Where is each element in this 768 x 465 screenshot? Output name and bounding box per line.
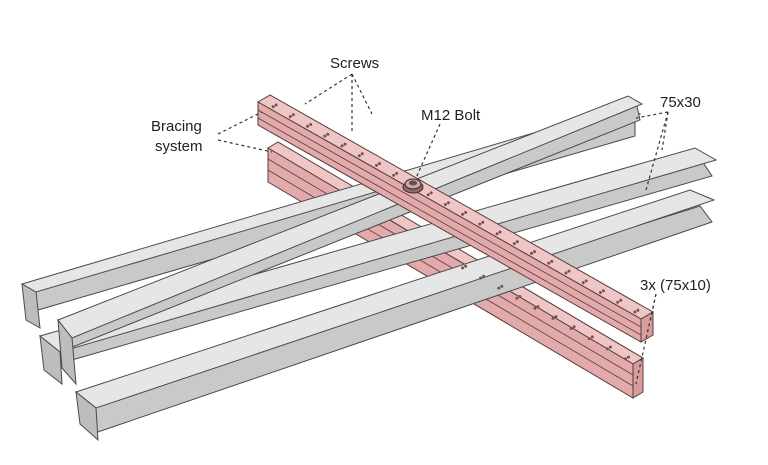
screw-hole	[550, 259, 554, 263]
timber-beam-4	[57, 95, 644, 386]
screw-hole	[395, 171, 399, 175]
screw-hole	[627, 355, 630, 359]
screw-hole	[478, 222, 482, 226]
bracing-label-line2: system	[155, 138, 203, 155]
screw-hole	[564, 271, 568, 275]
screw-hole	[360, 152, 364, 156]
upper-bracing-plate	[256, 94, 655, 343]
screw-hole	[375, 163, 378, 167]
screw-hole	[309, 123, 313, 126]
screw-hole	[500, 284, 504, 288]
screw-hole	[572, 325, 576, 329]
screw-hole	[291, 113, 295, 117]
screw-hole	[536, 305, 540, 309]
screw-hole	[569, 327, 573, 330]
screw-hole	[590, 335, 594, 339]
screw-hole	[495, 232, 499, 236]
screw-hole	[378, 162, 381, 166]
screw-hole	[616, 300, 620, 304]
bracing-label-line1: Bracing	[151, 118, 202, 135]
screw-hole	[357, 154, 361, 158]
screw-hole	[271, 105, 275, 109]
leader-lines	[217, 73, 669, 385]
screw-hole	[288, 115, 292, 119]
screw-hole	[533, 250, 536, 254]
screw-holes-lower	[461, 264, 630, 361]
screw-hole	[343, 142, 347, 146]
screw-hole	[581, 281, 585, 285]
screw-hole	[392, 173, 396, 177]
screw-hole	[608, 345, 612, 349]
screw-hole	[587, 337, 591, 341]
screw-hole	[461, 266, 465, 270]
screw-hole	[601, 289, 605, 293]
screw-hole	[551, 316, 555, 320]
screw-hole	[498, 230, 502, 234]
screw-hole	[605, 347, 609, 351]
screws-label: Screws	[330, 55, 379, 72]
screw-hole	[306, 124, 310, 128]
screw-hole	[518, 295, 522, 298]
screw-hole	[446, 201, 450, 205]
screw-hole	[443, 203, 447, 206]
screw-hole	[619, 298, 623, 302]
screw-hole	[340, 144, 344, 148]
bolt-label: M12 Bolt	[421, 107, 481, 124]
screw-hole	[326, 132, 330, 136]
screw-hole	[533, 306, 537, 310]
screw-hole	[274, 103, 278, 107]
screw-hole	[497, 286, 501, 290]
screw-hole	[515, 240, 519, 244]
m12-bolt	[402, 178, 424, 194]
screw-hole	[636, 308, 640, 312]
screw-hole	[461, 212, 465, 216]
screw-hole	[584, 279, 588, 283]
screw-hole	[323, 134, 327, 138]
screw-hole	[479, 276, 483, 280]
screw-hole	[515, 296, 519, 300]
timber-size-label: 75x30	[660, 94, 701, 111]
screw-hole	[567, 269, 571, 273]
screw-hole	[464, 264, 468, 268]
screw-hole	[554, 315, 558, 319]
screw-hole	[512, 242, 516, 246]
screw-hole	[530, 251, 533, 255]
screw-hole	[429, 191, 433, 195]
screw-hole	[482, 274, 486, 278]
plate-size-label: 3x (75x10)	[640, 277, 711, 294]
screw-hole	[426, 193, 430, 197]
screw-hole	[547, 261, 551, 265]
screw-hole	[598, 291, 602, 294]
screw-hole	[624, 357, 627, 361]
screw-hole	[481, 220, 485, 224]
screw-hole	[464, 211, 468, 214]
screw-hole	[633, 310, 637, 314]
